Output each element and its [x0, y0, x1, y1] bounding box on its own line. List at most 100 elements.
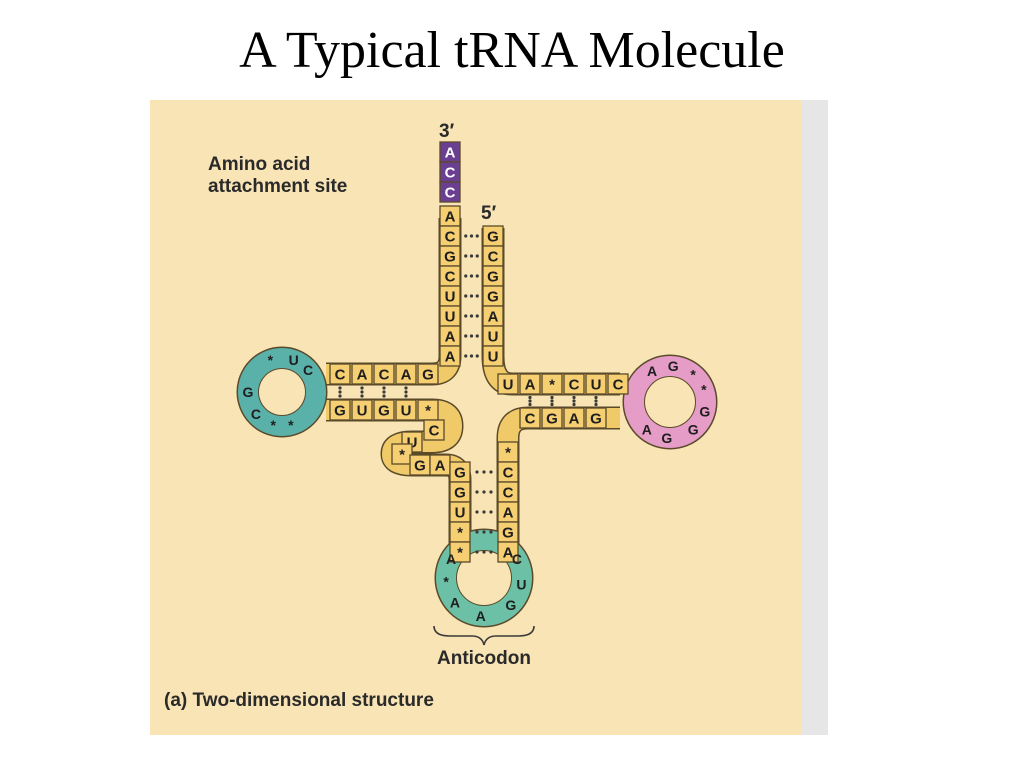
- anticodon-right-base-letter: C: [503, 485, 514, 502]
- t-top-base-box: [607, 373, 629, 395]
- anticodon-right-base-letter: A: [503, 505, 514, 522]
- d-bottom-base: U: [395, 399, 417, 421]
- acceptor-pair-dot: [475, 254, 479, 258]
- d-bottom-base-box: [395, 399, 417, 421]
- d-pair-dot: [338, 386, 342, 390]
- d-top-base: C: [329, 363, 351, 385]
- anticodon-left-base: G: [449, 481, 471, 503]
- t-top-base-letter: U: [591, 377, 602, 394]
- acceptor-pair: [464, 234, 479, 238]
- t-pair: [572, 395, 576, 407]
- d-bottom-base-letter: U: [401, 403, 412, 420]
- t-top-base: C: [563, 373, 585, 395]
- d-pair-dot: [404, 394, 408, 398]
- acceptor-right-base-letter: U: [488, 329, 499, 346]
- d-pair-dot: [382, 390, 386, 394]
- d-loop-base: *: [270, 417, 276, 433]
- anticodon-right-base: G: [497, 521, 519, 543]
- t-bottom-base-letter: C: [525, 411, 536, 428]
- anticodon-left-base: G: [449, 461, 471, 483]
- variable-base-letter: G: [414, 458, 426, 475]
- t-top-base-letter: U: [503, 377, 514, 394]
- d-loop-base: C: [303, 362, 313, 378]
- d-loop-ring: [238, 348, 326, 436]
- acceptor-left-base-letter: A: [445, 349, 456, 366]
- acceptor-pair: [464, 254, 479, 258]
- variable-base: G: [409, 454, 431, 476]
- anticodon-left-base-letter: G: [454, 465, 466, 482]
- t-pair-dot: [550, 399, 554, 403]
- d-top-base: A: [351, 363, 373, 385]
- anticodon-left-base-letter: *: [457, 545, 463, 562]
- anticodon-pair-dot: [475, 550, 479, 554]
- d-bottom-base-letter: G: [378, 403, 390, 420]
- anticodon-loop-base: C: [512, 551, 522, 567]
- acceptor-right-base: G: [482, 265, 504, 287]
- t-pair-dot: [528, 395, 532, 400]
- acceptor-left-base: C: [439, 225, 461, 247]
- d-pair-dot: [338, 390, 342, 394]
- anticodon-right-base: A: [497, 501, 519, 523]
- anticodon-left-base-letter: U: [455, 505, 466, 522]
- t-loop-base: G: [668, 358, 679, 374]
- variable-base-box: [423, 419, 445, 441]
- d-bottom-base: G: [329, 399, 351, 421]
- acceptor-pair: [464, 274, 479, 278]
- d-pair-dot: [404, 390, 408, 394]
- t-bottom-base-box: [563, 407, 585, 429]
- d-bottom-base: G: [373, 399, 395, 421]
- anticodon-pair-dot: [482, 470, 486, 474]
- d-pair-dot: [360, 390, 364, 394]
- acceptor-right-base-box: [482, 345, 504, 367]
- acceptor-pair-dot: [475, 274, 479, 278]
- acceptor-right-base: G: [482, 285, 504, 307]
- acceptor-pair-dot: [464, 234, 468, 238]
- anticodon-pair-dot: [482, 510, 486, 514]
- acceptor-pair-dot: [475, 334, 479, 338]
- variable-base-letter: C: [429, 423, 440, 440]
- d-pair-dot: [338, 394, 342, 398]
- acceptor-pair-dot: [469, 254, 474, 258]
- anticodon-pair-dot: [482, 490, 486, 494]
- anticodon-pair-dot: [475, 490, 479, 494]
- d-top-base-box: [351, 363, 373, 385]
- d-bottom-base-letter: *: [425, 403, 431, 420]
- d-bottom-base: *: [417, 399, 439, 421]
- acceptor-pair: [464, 294, 479, 298]
- d-top-base-box: [329, 363, 351, 385]
- t-loop-base: A: [642, 422, 652, 438]
- acceptor-pair-dot: [464, 314, 468, 318]
- anticodon-pair-dot: [482, 530, 486, 534]
- t-top-base-letter: A: [525, 377, 536, 394]
- anticodon-left-base: *: [449, 541, 471, 563]
- d-bottom-base-box: [351, 399, 373, 421]
- anticodon-right-base-letter: A: [503, 545, 514, 562]
- acceptor-right-base: G: [482, 225, 504, 247]
- d-pair-dot: [360, 394, 364, 398]
- d-pair-dot: [382, 394, 386, 398]
- five-prime-label: 5′: [481, 203, 497, 224]
- t-top-base: *: [541, 373, 563, 395]
- acceptor-right-base: C: [482, 245, 504, 267]
- acceptor-right-base: U: [482, 325, 504, 347]
- variable-base-letter: A: [435, 458, 446, 475]
- anticodon-right-base-letter: *: [505, 445, 511, 462]
- d-pair: [338, 386, 342, 398]
- acceptor-right-base-letter: G: [487, 269, 499, 286]
- d-pair: [404, 386, 408, 398]
- figure-caption: (a) Two-dimensional structure: [164, 690, 434, 711]
- anticodon-right-base-letter: C: [503, 465, 514, 482]
- anticodon-loop-base: A: [450, 594, 460, 610]
- acceptor-left-base-letter: U: [445, 289, 456, 306]
- acceptor-left-base: A: [439, 205, 461, 227]
- variable-base-letter: U: [407, 435, 418, 452]
- anticodon-pair-dot: [489, 530, 493, 534]
- t-top-base: U: [497, 373, 519, 395]
- d-top-base: G: [417, 363, 439, 385]
- anticodon-right-base: *: [497, 441, 519, 463]
- anticodon-left-base-box: [449, 541, 471, 563]
- acceptor-left-base-letter: A: [445, 209, 456, 226]
- anticodon-right-base: C: [497, 481, 519, 503]
- t-pair-dot: [550, 402, 554, 407]
